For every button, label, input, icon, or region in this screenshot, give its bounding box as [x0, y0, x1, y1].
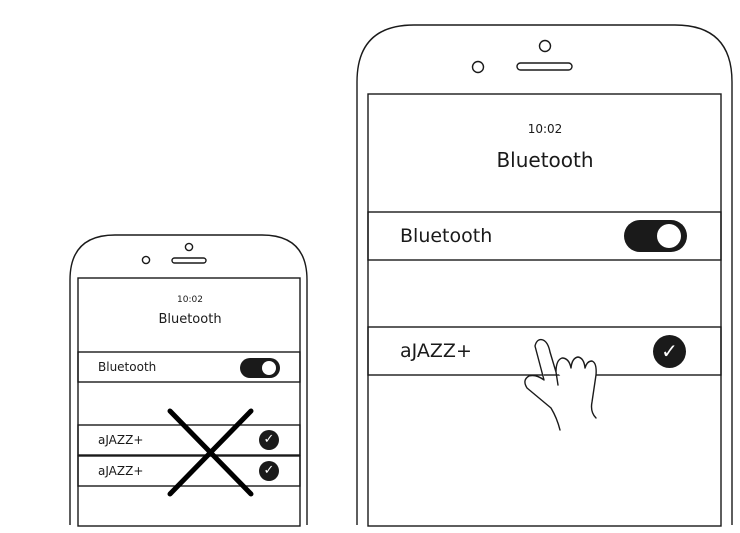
left-page-title: Bluetooth [158, 312, 222, 327]
left-front-camera-icon [184, 242, 194, 252]
right-sensor-icon [471, 60, 485, 74]
right-bluetooth-row-box [367, 211, 722, 261]
right-device-name: aJAZZ+ [400, 340, 472, 362]
left-device-name: aJAZZ+ [98, 464, 144, 478]
right-device-row-box [367, 326, 722, 376]
left-speaker-icon [171, 257, 207, 264]
left-status-time: 10:02 [177, 295, 203, 305]
cross-mark-icon [167, 408, 254, 497]
right-toggle-knob [657, 224, 681, 248]
left-screen [77, 277, 301, 527]
left-phone-body [69, 234, 308, 525]
left-device-row[interactable]: aJAZZ+ ✓ [78, 425, 300, 455]
left-bluetooth-toggle[interactable] [240, 358, 280, 378]
right-page-title: Bluetooth [496, 148, 594, 172]
left-toggle-knob [262, 361, 276, 375]
right-speaker-icon [516, 62, 573, 71]
left-phone [69, 234, 308, 527]
left-bluetooth-label: Bluetooth [98, 360, 157, 374]
left-bluetooth-row-box [77, 351, 301, 383]
left-device-name: aJAZZ+ [98, 433, 144, 447]
left-checkmark-icon-1: ✓ [259, 430, 279, 450]
left-checkmark-icon-2: ✓ [259, 461, 279, 481]
left-device-row-box-1 [77, 424, 301, 456]
right-bluetooth-toggle[interactable] [624, 220, 687, 252]
left-bluetooth-row: Bluetooth [78, 352, 300, 382]
right-front-camera-icon [538, 39, 552, 53]
right-status-time: 10:02 [527, 122, 563, 136]
right-bluetooth-label: Bluetooth [400, 225, 493, 247]
left-sensor-icon [141, 255, 151, 265]
right-checkmark-icon: ✓ [653, 335, 686, 368]
right-phone [356, 24, 733, 527]
right-bluetooth-row: Bluetooth [368, 212, 721, 260]
right-screen [367, 93, 722, 527]
left-device-row-box-2 [77, 455, 301, 487]
tap-hand-icon [524, 338, 597, 431]
left-device-row[interactable]: aJAZZ+ ✓ [78, 456, 300, 486]
right-device-row[interactable]: aJAZZ+ ✓ [368, 327, 721, 375]
right-phone-body [356, 24, 733, 525]
